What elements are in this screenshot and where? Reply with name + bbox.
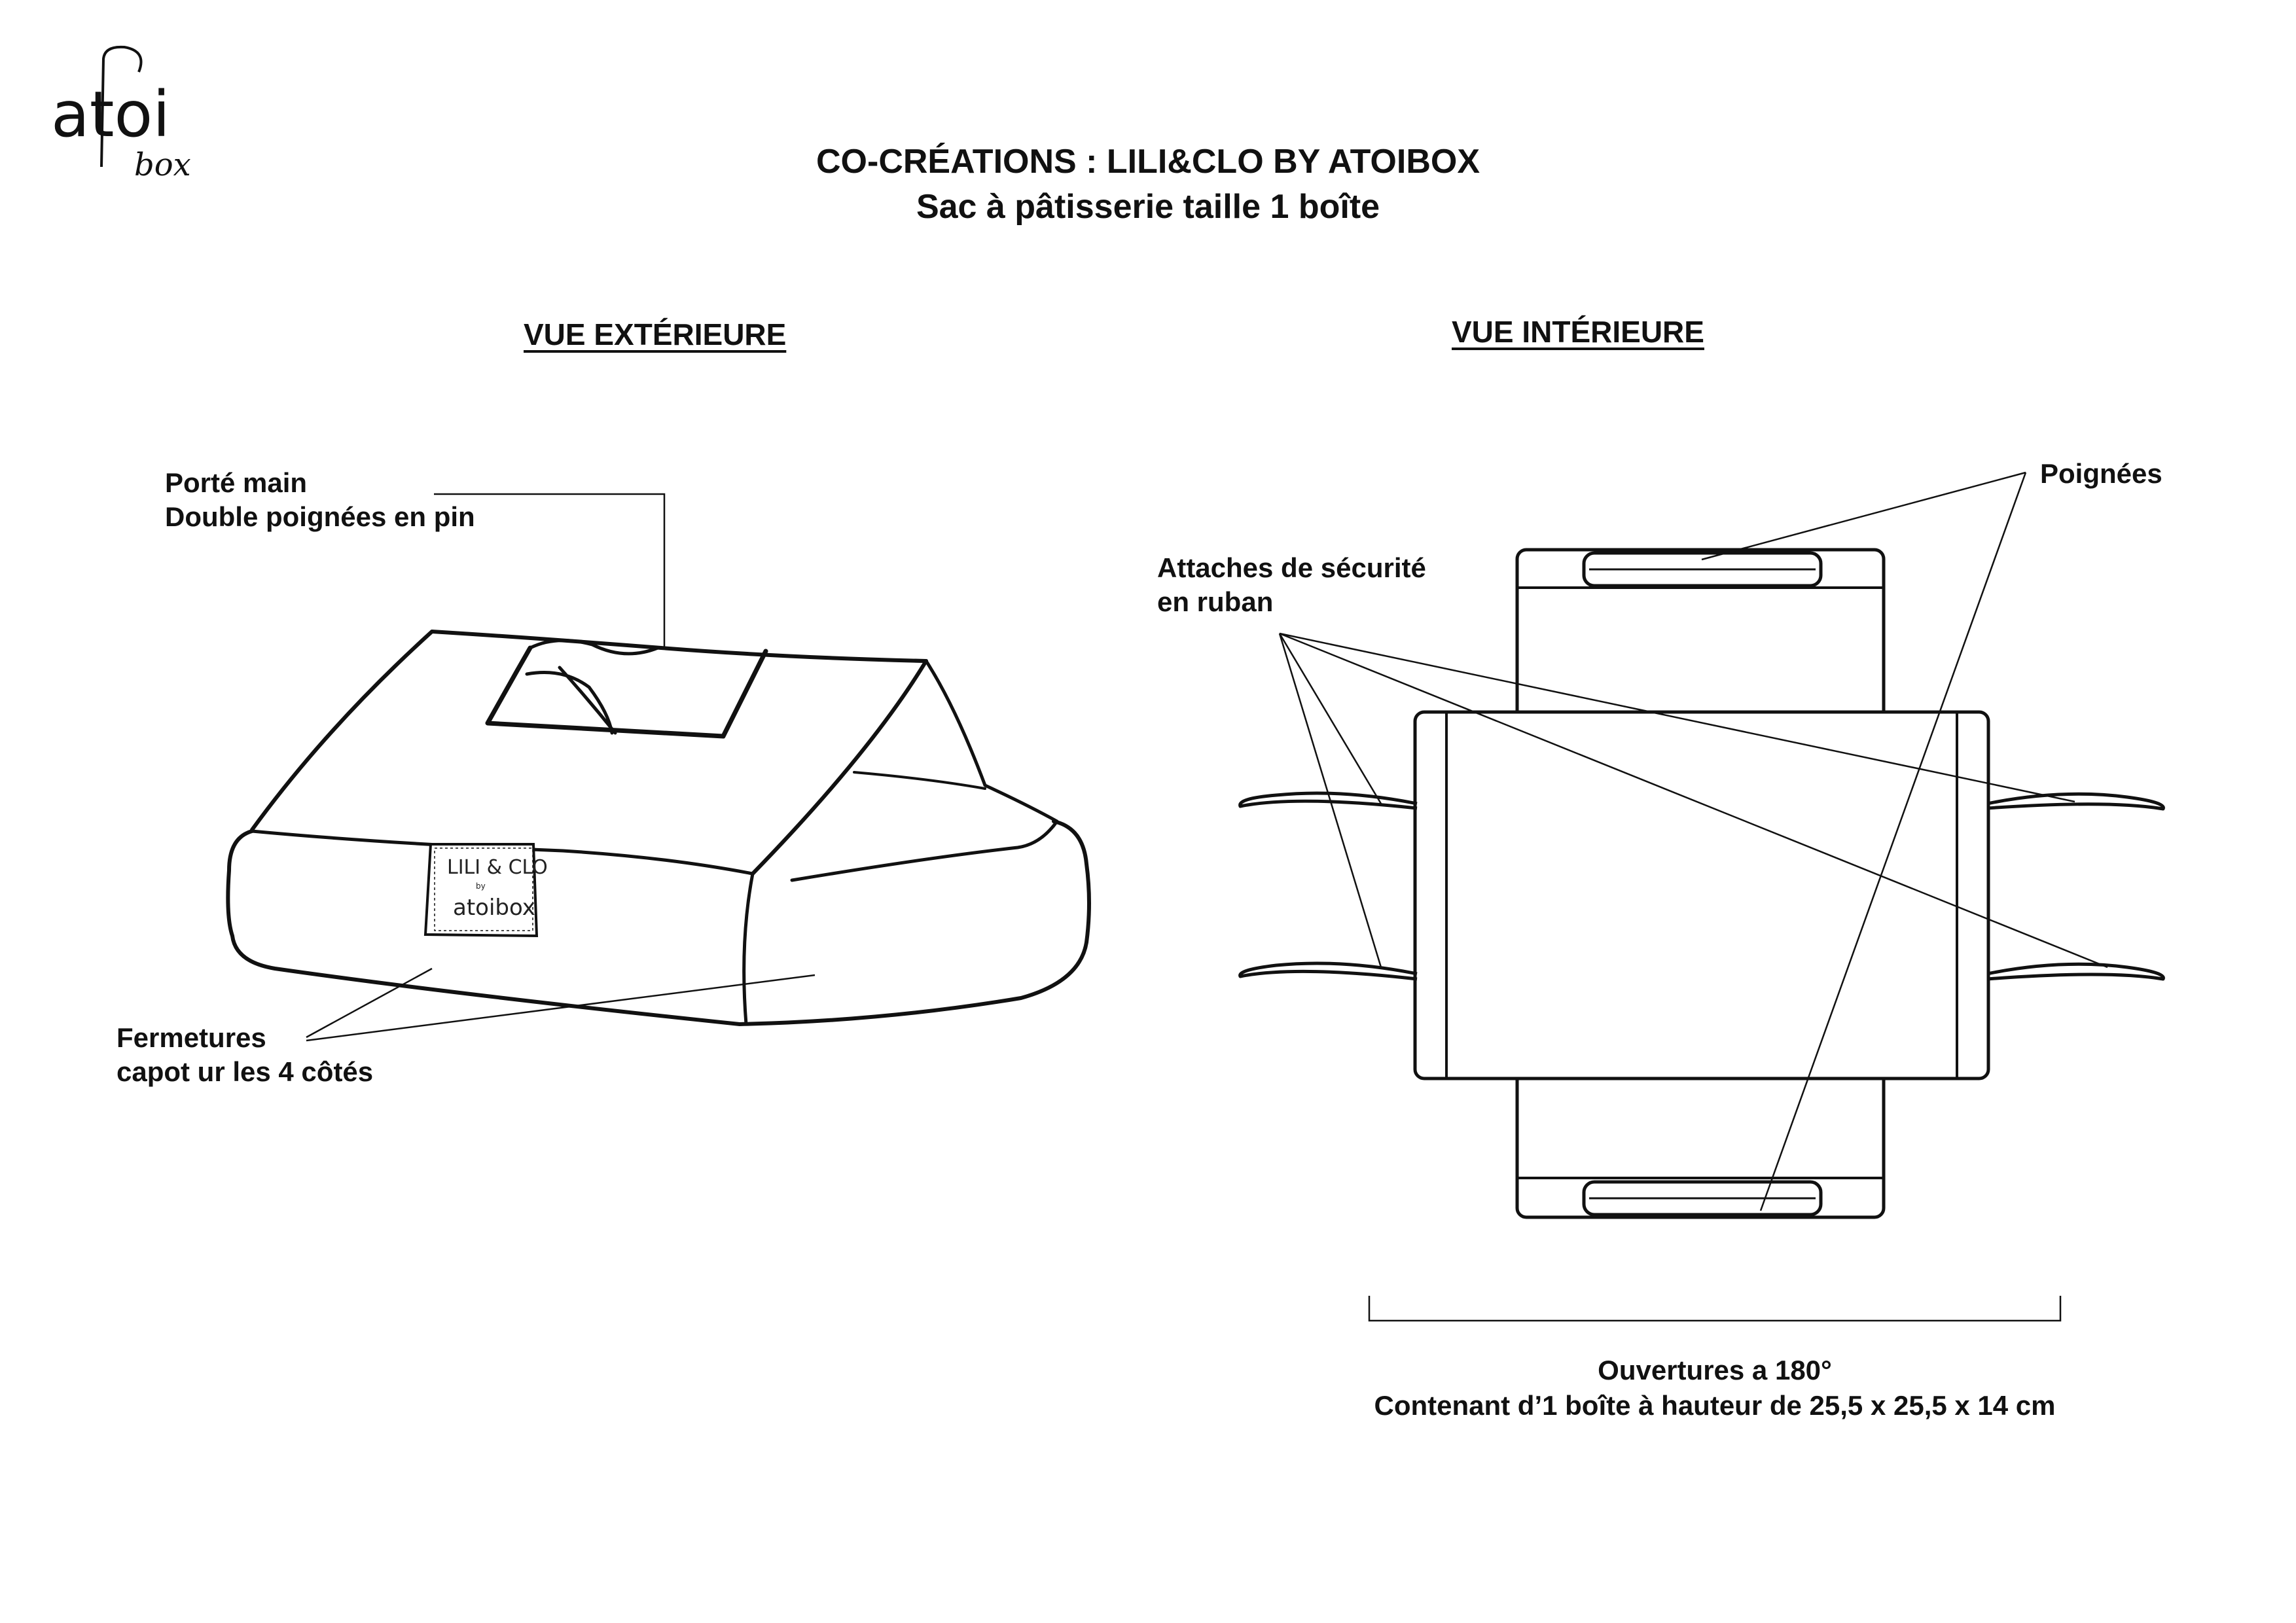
horizontal-panel xyxy=(1413,710,1990,1080)
bag-handle-window xyxy=(485,645,768,739)
handles-leader-top xyxy=(1701,471,2026,561)
capacity-label: Contenant d’1 boîte à hauteur de 25,5 x … xyxy=(1374,1390,2056,1421)
tag-line1: LILI & CLO xyxy=(447,856,548,879)
handles-leader-bottom xyxy=(1759,472,2027,1211)
tie-right-top xyxy=(1986,792,2165,811)
ties-label-line1: Attaches de sécurité xyxy=(1157,552,1426,583)
interior-pattern-drawing xyxy=(1238,548,2165,1219)
bag-roof-right xyxy=(751,659,928,876)
tag-line2: by xyxy=(476,882,486,891)
logo-main-text: atoi xyxy=(51,78,170,151)
ties-leader-3 xyxy=(1279,632,2075,803)
tie-left-bottom xyxy=(1238,961,1418,981)
closure-leader-1 xyxy=(306,967,433,1039)
bag-roof-ridge xyxy=(430,630,928,663)
closure-label-line1: Fermetures xyxy=(117,1022,266,1053)
closure-label-line2: capot ur les 4 côtés xyxy=(117,1056,374,1087)
bag-roof-right-flap xyxy=(790,659,1059,882)
atoibox-logo: atoi box xyxy=(51,45,191,183)
tag-outline xyxy=(423,843,539,938)
bag-roof-left xyxy=(250,630,434,832)
ties-label-line2: en ruban xyxy=(1157,586,1274,617)
handle-label: Porté main Double poignées en pin xyxy=(165,466,475,534)
lili-clo-tag: LILI & CLO by atoibox xyxy=(423,843,548,938)
interior-view-title: VUE INTÉRIEURE xyxy=(1452,315,1704,349)
tie-right-bottom xyxy=(1986,962,2165,981)
handle-label-line1: Porté main xyxy=(165,467,308,498)
header-subtitle: Sac à pâtisserie taille 1 boîte xyxy=(916,188,1380,226)
logo-script-text: box xyxy=(134,147,191,183)
header-title: CO-CRÉATIONS : LILI&CLO BY ATOIBOX xyxy=(816,143,1480,181)
bag-front-seam xyxy=(742,872,755,1026)
interior-leader-lines xyxy=(1278,471,2108,1322)
opening-dimension-bracket xyxy=(1368,1296,2062,1322)
bottom-handle xyxy=(1582,1180,1823,1217)
handle-label-line2: Double poignées en pin xyxy=(165,501,475,532)
handle-leader xyxy=(434,493,666,648)
ties-leader-2 xyxy=(1278,633,1382,968)
tag-line3: atoibox xyxy=(453,895,535,921)
bag-handle-strap xyxy=(525,639,660,735)
exterior-view-title: VUE EXTÉRIEURE xyxy=(524,317,787,351)
closure-leader-2 xyxy=(306,974,816,1042)
ties-leader-4 xyxy=(1279,632,2108,969)
exterior-bag-drawing xyxy=(226,630,1091,1026)
ties-leader-1 xyxy=(1278,633,1382,804)
ties-label: Attaches de sécurité en ruban xyxy=(1157,551,1426,619)
top-handle xyxy=(1582,551,1823,588)
bag-base xyxy=(226,819,1091,1026)
bag-front-top-edge xyxy=(250,829,755,876)
closure-label: Fermetures capot ur les 4 côtés xyxy=(117,1021,373,1089)
handles-label: Poignées xyxy=(2040,458,2162,489)
logo-needle-icon xyxy=(100,45,143,168)
exterior-leader-lines xyxy=(306,493,816,1042)
opening-label: Ouvertures a 180° xyxy=(1598,1355,1832,1385)
bag-flap-crease xyxy=(853,771,986,790)
